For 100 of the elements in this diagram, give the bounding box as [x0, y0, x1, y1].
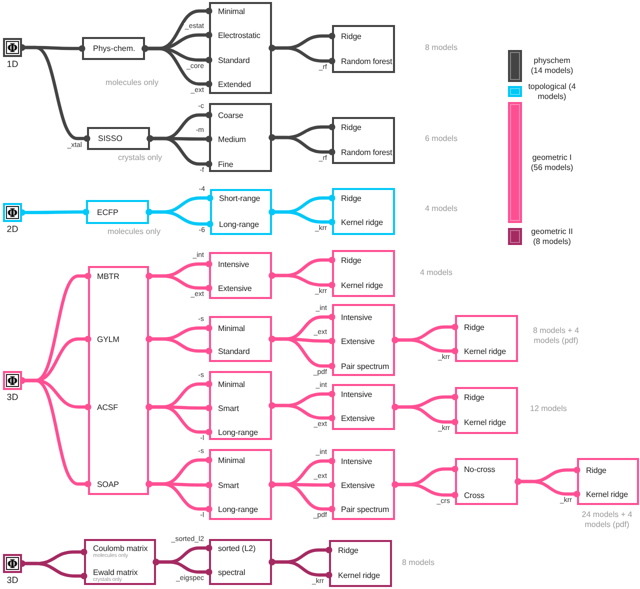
options-box — [209, 371, 272, 440]
option-label: Intensive — [332, 308, 395, 326]
option-label: Kernel ridge — [455, 342, 518, 360]
options-box — [455, 458, 518, 505]
option-label: Ridge — [332, 118, 395, 136]
connector — [268, 481, 336, 512]
option-label: Minimal — [209, 451, 272, 469]
option-label: Minimal — [209, 375, 272, 393]
annotation-text: 24 models + 4 models (pdf) — [580, 510, 634, 531]
option-label: Medium — [209, 130, 272, 148]
annotation-text: 3D — [6, 392, 20, 404]
phi-symbol-box: Φ — [3, 38, 22, 57]
option-label: Ridge — [455, 318, 518, 336]
option-label: Kernel ridge — [332, 276, 395, 294]
annotation-text: 12 models — [530, 404, 568, 414]
connector — [392, 404, 458, 426]
option-label: GYLM — [88, 330, 149, 348]
legend-label: topological (4 models) — [527, 82, 577, 102]
option-label: Extensive — [332, 332, 395, 350]
option-label: Ridge — [329, 541, 392, 559]
options-box — [455, 315, 518, 362]
options-box — [209, 103, 272, 172]
option-label: Kernel ridge — [577, 485, 639, 503]
connector — [146, 404, 212, 436]
phi-symbol-box: Φ — [3, 371, 22, 390]
option-label: Extensive — [332, 409, 395, 427]
option-label: Ridge — [332, 251, 395, 269]
option-label: Cross — [455, 486, 518, 504]
options-box — [210, 189, 272, 235]
option-label: Intensive — [332, 452, 395, 470]
options-box — [209, 539, 272, 585]
connector — [268, 134, 336, 156]
option-label: Fine — [209, 155, 272, 173]
option-label: Smart — [209, 399, 272, 417]
option-label: Long-range — [210, 215, 272, 233]
annotation-text: 8 models + 4 models (pdf) — [532, 326, 580, 347]
option-label: Minimal — [209, 319, 272, 337]
connector — [146, 480, 212, 512]
options-box — [332, 25, 395, 73]
option-label: Coarse — [209, 106, 272, 124]
options-box — [577, 458, 639, 505]
option-label: sorted (L2) — [209, 539, 272, 557]
connector — [514, 478, 580, 498]
option-label: Pair spectrum — [332, 357, 395, 375]
legend-label: geometric II (8 models) — [530, 226, 574, 246]
options-box — [332, 449, 395, 520]
options-box — [455, 387, 518, 434]
option-label: Electrostatic — [209, 26, 272, 44]
option-label: Minimal — [209, 2, 272, 20]
option-label: Extended — [209, 75, 272, 93]
option-label: Ewald matrix — [93, 568, 139, 578]
options-box — [84, 539, 156, 585]
option-label: Random forest — [332, 52, 395, 70]
options-box — [332, 117, 395, 164]
annotation-text: molecules only — [106, 227, 162, 238]
option-label: Long-range — [209, 423, 272, 441]
method-box: SISSO — [87, 127, 150, 150]
connector — [268, 272, 336, 288]
connector — [268, 558, 332, 578]
option-label: Long-range — [209, 500, 272, 518]
connector — [146, 336, 212, 354]
annotation-text: 4 models — [420, 268, 454, 278]
option-label: Ridge — [332, 189, 395, 207]
annotation-text: 8 models — [402, 558, 436, 568]
option-label: spectral — [209, 563, 272, 581]
method-box: Phys-chem. — [82, 37, 145, 60]
option-label: Ridge — [455, 388, 518, 406]
connector — [152, 558, 212, 576]
annotation-text: 2D — [6, 224, 20, 236]
method-box: ECFP — [86, 200, 149, 224]
options-box — [332, 188, 395, 235]
option-label: Standard — [209, 51, 272, 69]
connector — [268, 44, 336, 64]
option-label: Smart — [209, 476, 272, 494]
options-box — [209, 316, 272, 362]
connector — [146, 135, 212, 168]
connector — [142, 45, 212, 88]
option-label: Kernel ridge — [455, 413, 518, 431]
options-box — [332, 304, 395, 376]
option-label: Ridge — [332, 27, 395, 45]
option-label: SOAP — [88, 475, 149, 493]
option-label: Intensive — [332, 385, 395, 403]
option-label: Extensive — [209, 279, 272, 297]
annotation-text: molecules only — [104, 78, 160, 88]
option-label: MBTR — [88, 267, 149, 285]
annotation-text: 4 models — [425, 204, 458, 214]
option-label: Kernel ridge — [329, 566, 392, 584]
annotation-text: 3D — [6, 575, 20, 587]
phi-symbol-box: Φ — [3, 203, 22, 222]
annotation-text: 1D — [6, 59, 20, 71]
legend-label: physchem (14 models) — [530, 56, 574, 76]
annotation-text: 6 models — [425, 134, 458, 144]
annotation-text: 8 models — [425, 43, 458, 54]
option-label: Extensive — [332, 476, 395, 494]
connector — [268, 208, 336, 226]
option-label: ACSF — [88, 398, 149, 416]
phi-symbol-box: Φ — [3, 554, 22, 573]
connector — [392, 336, 458, 354]
options-box — [209, 252, 272, 299]
options-box — [329, 540, 392, 587]
